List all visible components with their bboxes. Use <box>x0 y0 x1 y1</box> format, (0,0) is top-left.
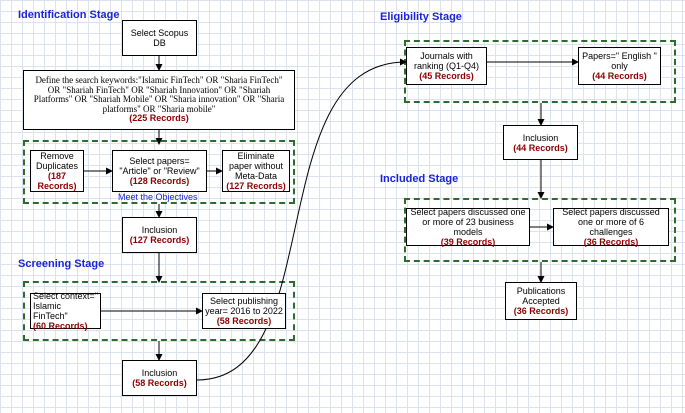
remove-duplicates-records: (187 Records) <box>37 171 77 191</box>
included-stage-title: Included Stage <box>380 173 459 185</box>
select-papers-type-box: Select papers= "Article" or "Review" (12… <box>112 150 207 192</box>
select-year-label: Select publishing year= 2016 to 2022 <box>205 296 283 316</box>
select-context-records: (60 Records) <box>33 321 88 331</box>
screening-stage-title: Screening Stage <box>18 258 105 270</box>
eliminate-metadata-label: Eliminate paper without Meta-Data <box>228 151 284 181</box>
papers-english-records: (44 Records) <box>592 71 647 81</box>
challenges-label: Select papers discussed one or more of 6… <box>562 207 660 237</box>
select-scopus-db-box: Select Scopus DB <box>122 20 197 56</box>
publications-accepted-box: Publications Accepted (36 Records) <box>505 282 577 320</box>
select-context-label: Select context=" Islamic FinTech" <box>33 291 98 321</box>
challenges-box: Select papers discussed one or more of 6… <box>553 207 669 247</box>
papers-english-label: Papers=" English " only <box>582 51 657 71</box>
included-filter-group <box>404 198 676 262</box>
inclusion-2-box: Inclusion (58 Records) <box>122 360 197 396</box>
select-year-box: Select publishing year= 2016 to 2022 (58… <box>202 293 286 329</box>
select-context-box: Select context=" Islamic FinTech" (60 Re… <box>30 291 101 331</box>
papers-english-box: Papers=" English " only (44 Records) <box>578 47 661 85</box>
challenges-records: (36 Records) <box>583 237 639 247</box>
select-year-records: (58 Records) <box>216 316 272 326</box>
publications-accepted-label: Publications Accepted <box>516 286 566 306</box>
journals-ranking-box: Journals with ranking (Q1-Q4) (45 Record… <box>406 47 487 85</box>
search-keywords-label: Define the search keywords:"Islamic FinT… <box>33 75 285 114</box>
business-models-records: (39 Records) <box>440 237 496 247</box>
select-scopus-db-label: Select Scopus DB <box>130 28 189 48</box>
inclusion-3-records: (44 Records) <box>513 142 568 153</box>
search-keywords-records: (225 Records) <box>129 113 189 124</box>
identification-stage-title: Identification Stage <box>18 9 120 21</box>
publications-accepted-records: (36 Records) <box>513 306 569 316</box>
meet-objectives-note: Meet the Objectives <box>118 192 198 202</box>
business-models-label: Select papers discussed one or more of 2… <box>410 207 526 237</box>
arrow-inclusion-to-eligibility <box>196 58 407 381</box>
inclusion-3-label: Inclusion <box>522 132 559 143</box>
inclusion-1-records: (127 Records) <box>129 235 190 245</box>
eligibility-stage-title: Eligibility Stage <box>380 11 462 23</box>
inclusion-1-label: Inclusion <box>141 225 178 235</box>
journals-ranking-label: Journals with ranking (Q1-Q4) <box>413 51 480 71</box>
inclusion-1-box: Inclusion (127 Records) <box>122 217 197 253</box>
eliminate-metadata-records: (127 Records) <box>226 181 286 191</box>
business-models-box: Select papers discussed one or more of 2… <box>406 207 530 247</box>
select-papers-type-label: Select papers= "Article" or "Review" <box>119 156 200 176</box>
eliminate-metadata-box: Eliminate paper without Meta-Data (127 R… <box>222 150 290 192</box>
inclusion-3-box: Inclusion (44 Records) <box>503 125 578 160</box>
search-keywords-box: Define the search keywords:"Islamic FinT… <box>23 70 295 130</box>
select-papers-type-records: (128 Records) <box>129 176 190 186</box>
eligibility-filter-group <box>404 40 676 103</box>
remove-duplicates-box: Remove Duplicates (187 Records) <box>30 150 84 192</box>
remove-duplicates-label: Remove Duplicates <box>35 151 79 171</box>
inclusion-2-records: (58 Records) <box>132 378 187 388</box>
journals-ranking-records: (45 Records) <box>419 71 474 81</box>
inclusion-2-label: Inclusion <box>141 368 178 378</box>
